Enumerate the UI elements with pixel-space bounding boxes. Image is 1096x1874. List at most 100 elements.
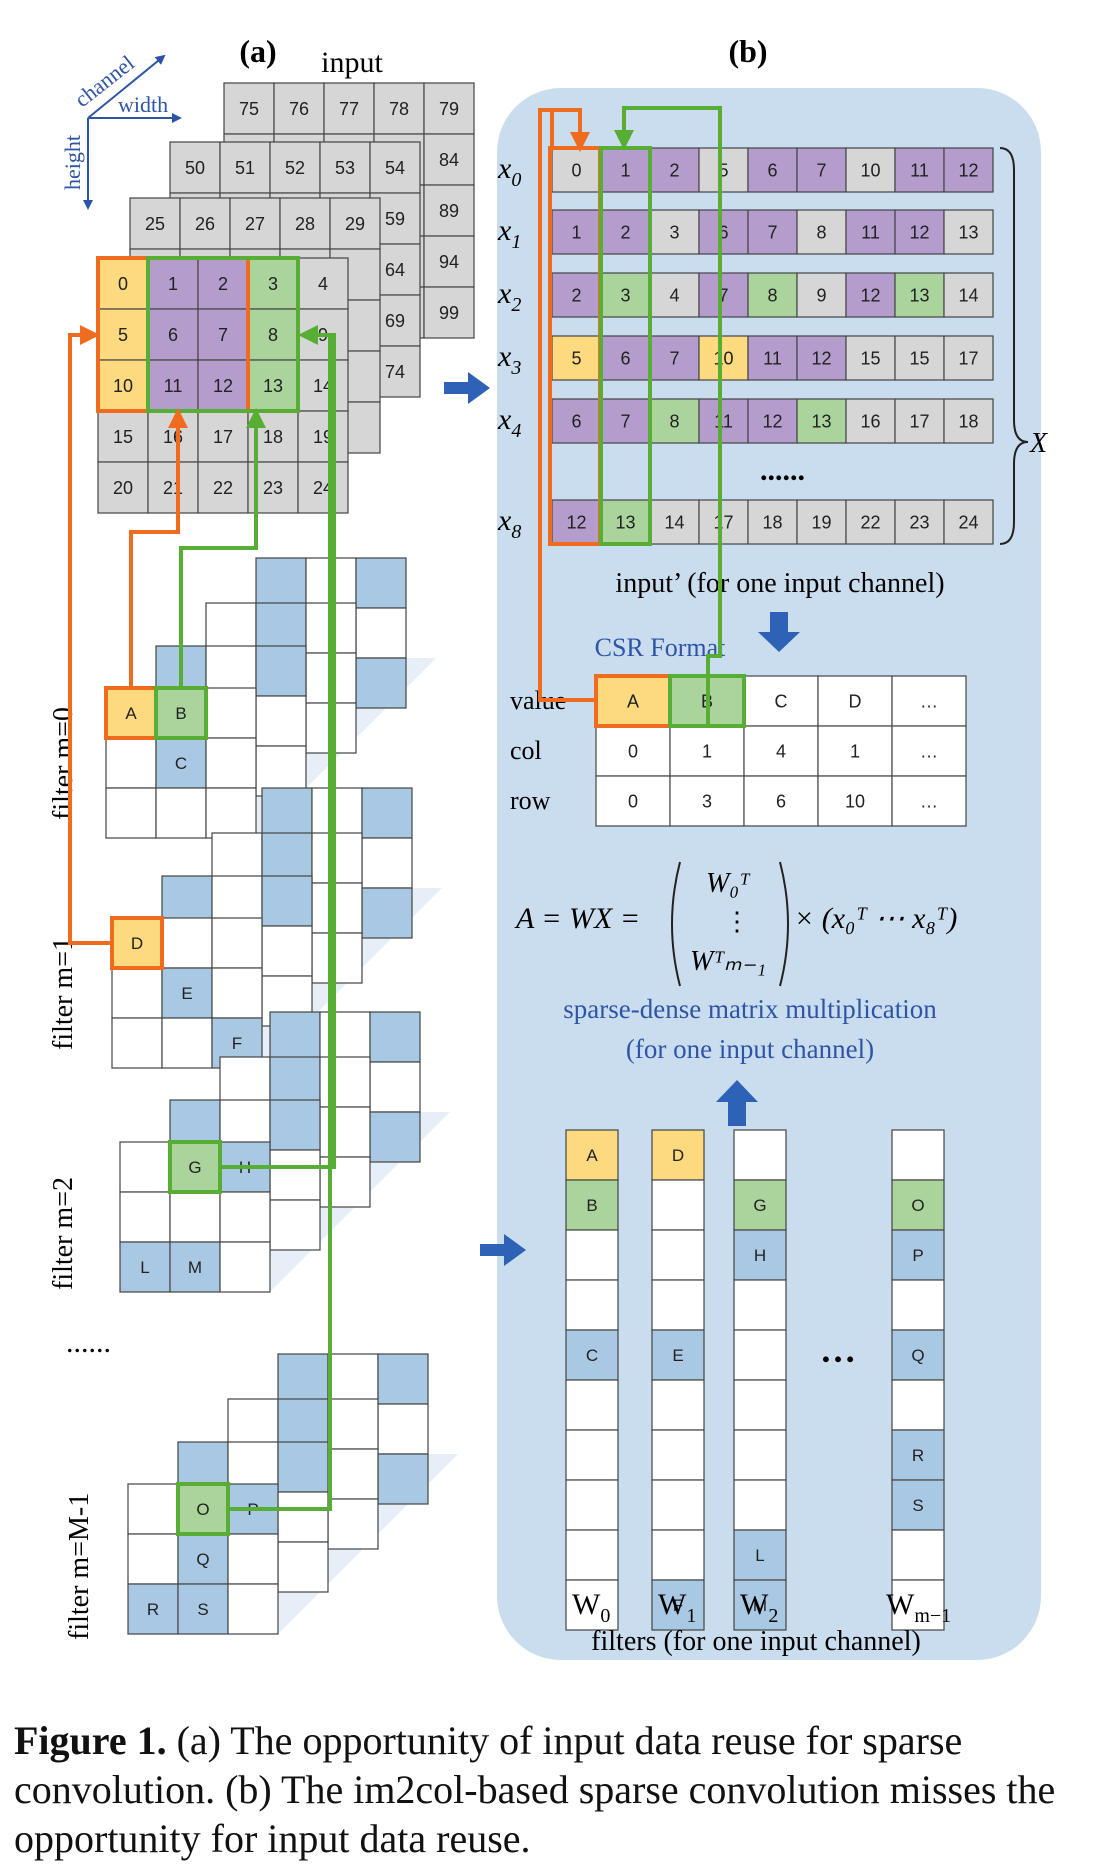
im2col-cell [894,398,945,444]
filter-mM1-back-cell [377,1403,429,1455]
column-cell [565,1579,619,1631]
filter-m0-back-cell [355,557,407,609]
input-layer-1-value: 28 [295,214,315,234]
im2col-cell [551,499,602,545]
csr-cell [595,675,671,727]
im2col-cell-label: 11 [763,348,782,368]
im2col-cell-label: 6 [571,411,581,431]
column-cell [565,1429,619,1481]
column-cell-label: G [753,1196,766,1215]
im2col-cell-label: 12 [811,348,831,368]
im2col-cell [698,335,749,381]
csr-cell-label: D [849,691,862,711]
column-cell-label: C [586,1346,598,1365]
row-name-sub: 3 [510,357,521,379]
input-cell [97,461,149,514]
column-cell-label: A [586,1146,598,1165]
input-layer-2-cell [319,141,371,194]
input-layer-1-value: 29 [345,214,365,234]
input-cell-label: 17 [213,427,233,447]
filter-m0-cell [205,687,257,739]
im2col-cell-label: 12 [566,512,586,532]
row-name-sub: 2 [511,294,521,316]
column-cell [733,1379,787,1431]
input-layer-3-value: 79 [439,99,459,119]
column-cell [565,1379,619,1431]
input-cell-label: 3 [268,274,278,294]
filter-mM1-cell [127,1483,179,1535]
input-cell-label: 20 [113,478,133,498]
input-layer-3-value: 84 [439,150,459,170]
input-cell-label: 4 [318,274,328,294]
im2col-cell [747,272,798,318]
input-cell-label: 23 [263,478,283,498]
input-layer-1-cell [129,197,181,250]
row-name-x: x [497,340,512,373]
column-cell [891,1129,945,1181]
filter-m1: DEF [111,787,442,1069]
input-layer-3-value: 77 [339,99,359,119]
input-layer-1-cell [179,197,231,250]
input-cell-label: 12 [213,376,233,396]
input-cell-label: 0 [118,274,128,294]
X-brace [999,147,1029,545]
im2col-cell [551,398,602,444]
filter-m2-back-cell [269,1056,321,1108]
column-cell [565,1329,619,1381]
column-cell [651,1379,705,1431]
filter-m1-cell-label: D [131,934,143,953]
filter-mM1-back-cell [327,1498,379,1550]
filter-label: filter m=1 [48,937,79,1050]
filter-m1-cell [111,967,163,1019]
input-layer-1-value: 27 [245,214,265,234]
im2col-cell-label: 12 [958,160,978,180]
X-label: X [1029,428,1048,459]
column-cell [565,1179,619,1231]
filter-m1-cell-label: F [232,1034,242,1053]
column-name: W2 [740,1588,778,1627]
csr-cell [743,725,819,777]
eq-w0: W₀ᵀ [706,868,751,899]
im2col-cell-label: 7 [620,411,630,431]
im2col-cell [796,272,847,318]
row-name-sub: 0 [511,169,521,191]
im2col-cell-label: 16 [860,411,880,431]
im2col-cell-label: 14 [958,285,978,305]
column-name: Wm−1 [886,1588,951,1627]
column-name-base: W [740,1588,769,1621]
im2col-cell [551,209,602,255]
input-cell [297,461,349,514]
filter-m2-back-cell [269,1099,321,1151]
column-cell [733,1329,787,1381]
csr-cell-label: 0 [628,791,638,811]
filter-m1-back-cell [261,787,313,839]
column-cell [651,1479,705,1531]
row-name-sub: 1 [511,231,521,253]
input-layer-3-value: 76 [289,99,309,119]
column-cell [651,1429,705,1481]
filter-m2-cell [119,1141,171,1193]
input-layer-2-value: 64 [385,260,405,280]
input-cell [197,461,249,514]
column-name-sub: 0 [600,1605,610,1627]
filter-m0-cell [205,737,257,789]
input-layer-3-value: 75 [239,99,259,119]
im2col-cell [845,499,896,545]
column-cell-label: D [672,1146,684,1165]
column-cell-label: E [672,1346,683,1365]
input-layer-1-value: 25 [145,214,165,234]
im2col-cell [747,209,798,255]
csr-cell-label: 1 [850,741,860,761]
height-axis-label: height [60,135,85,190]
im2col-cell-label: 1 [620,160,630,180]
column-cell [733,1279,787,1331]
eq-rhs: × (x₀ᵀ ⋯ x₈ᵀ) [794,902,957,935]
filter-mM1-back-cell [227,1398,279,1450]
column-cell-label: F [673,1596,683,1615]
im2col-cell [845,147,896,193]
filter-m0-cell [105,787,157,839]
